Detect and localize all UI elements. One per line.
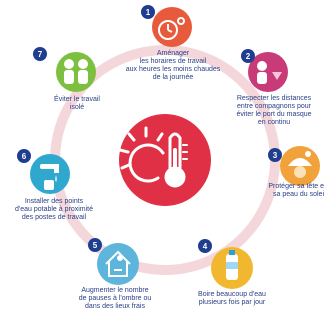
water-tap-icon	[40, 164, 59, 190]
clock-sun-icon	[158, 17, 185, 40]
step-5-label: Augmenter le nombre de pauses à l'ombre …	[78, 287, 152, 310]
sun-thermometer-icon	[118, 126, 188, 188]
step-7-circle	[56, 52, 96, 92]
step-2-label: Respecter les distances entre compagnons…	[236, 95, 312, 126]
step-5-circle	[97, 243, 139, 285]
step-7-number: 7	[38, 50, 43, 59]
step-5-badge	[88, 238, 102, 252]
step-5: 5	[88, 238, 139, 285]
center-emblem	[118, 114, 211, 206]
step-1-label: Aménager les horaires de travail aux heu…	[125, 50, 221, 81]
step-7: 7	[33, 47, 96, 92]
step-6-badge	[17, 149, 31, 163]
step-1-circle	[152, 7, 192, 47]
workers-pair-icon	[64, 59, 88, 84]
step-4-label: Boire beaucoup d'eau plusieurs fois par …	[198, 291, 266, 306]
step-4-badge	[198, 239, 212, 253]
step-3: 3	[268, 146, 320, 186]
step-2: 2	[241, 49, 288, 92]
people-distance-icon	[257, 61, 282, 84]
step-6-circle	[30, 154, 70, 194]
step-3-badge	[268, 148, 282, 162]
step-6-number: 6	[22, 152, 27, 161]
head-protection-icon	[288, 151, 312, 178]
step-6: 6	[17, 149, 70, 194]
center-circle	[119, 114, 211, 206]
step-6-label: Installer des points d'eau potable à pro…	[15, 198, 93, 221]
shade-break-icon	[105, 250, 131, 277]
step-3-label: Protéger sa tête e sa peau du solei	[268, 183, 324, 198]
water-bottle-icon	[226, 250, 238, 280]
step-2-number: 2	[246, 52, 251, 61]
step-2-badge	[241, 49, 255, 63]
step-7-label: Éviter le travail isolé	[54, 96, 100, 111]
step-7-badge	[33, 47, 47, 61]
step-4: 4	[198, 239, 253, 289]
step-1: 1	[141, 5, 192, 47]
step-4-number: 4	[203, 242, 208, 251]
step-1-badge	[141, 5, 155, 19]
step-1-number: 1	[146, 8, 151, 17]
step-5-number: 5	[93, 241, 98, 250]
step-3-number: 3	[273, 151, 278, 160]
